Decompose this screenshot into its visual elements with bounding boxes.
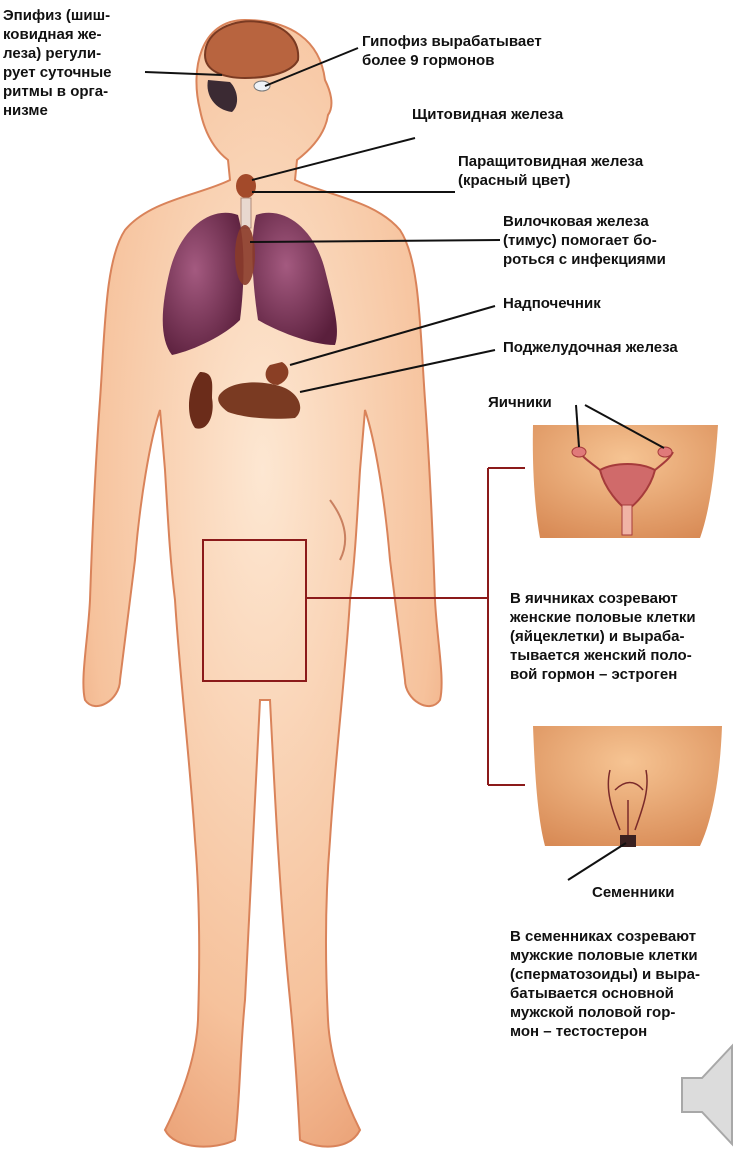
thyroid-gland: [236, 174, 256, 198]
pituitary-label: Гипофиз вырабатывает более 9 гормонов: [362, 32, 602, 70]
trachea: [241, 198, 251, 228]
parathyroid-label: Паращитовидная железа (красный цвет): [458, 152, 708, 190]
pineal-label: Эпифиз (шиш- ковидная же- леза) регули- …: [3, 6, 151, 120]
ovaries-label: Яичники: [488, 393, 588, 412]
testes-label: Семенники: [592, 883, 712, 902]
vagina: [622, 505, 632, 535]
testes-description: В семенниках созревают мужские половые к…: [510, 927, 735, 1041]
body-silhouette: [83, 20, 441, 1147]
speaker-icon[interactable]: [680, 1040, 738, 1150]
human-body: [83, 20, 441, 1147]
brain: [205, 21, 298, 78]
ovaries-description: В яичниках созревают женские половые кле…: [510, 589, 735, 684]
thymus-gland: [235, 225, 255, 285]
male-pelvis-inset: [533, 726, 722, 847]
right-ovary: [658, 447, 672, 457]
pancreas-label: Поджелудочная железа: [503, 338, 738, 357]
adrenal-label: Надпочечник: [503, 294, 703, 313]
thyroid-label: Щитовидная железа: [412, 105, 632, 124]
left-ovary: [572, 447, 586, 457]
thymus-label: Вилочковая железа (тимус) помогает бо- р…: [503, 212, 733, 269]
female-pelvis-inset: [533, 425, 718, 538]
